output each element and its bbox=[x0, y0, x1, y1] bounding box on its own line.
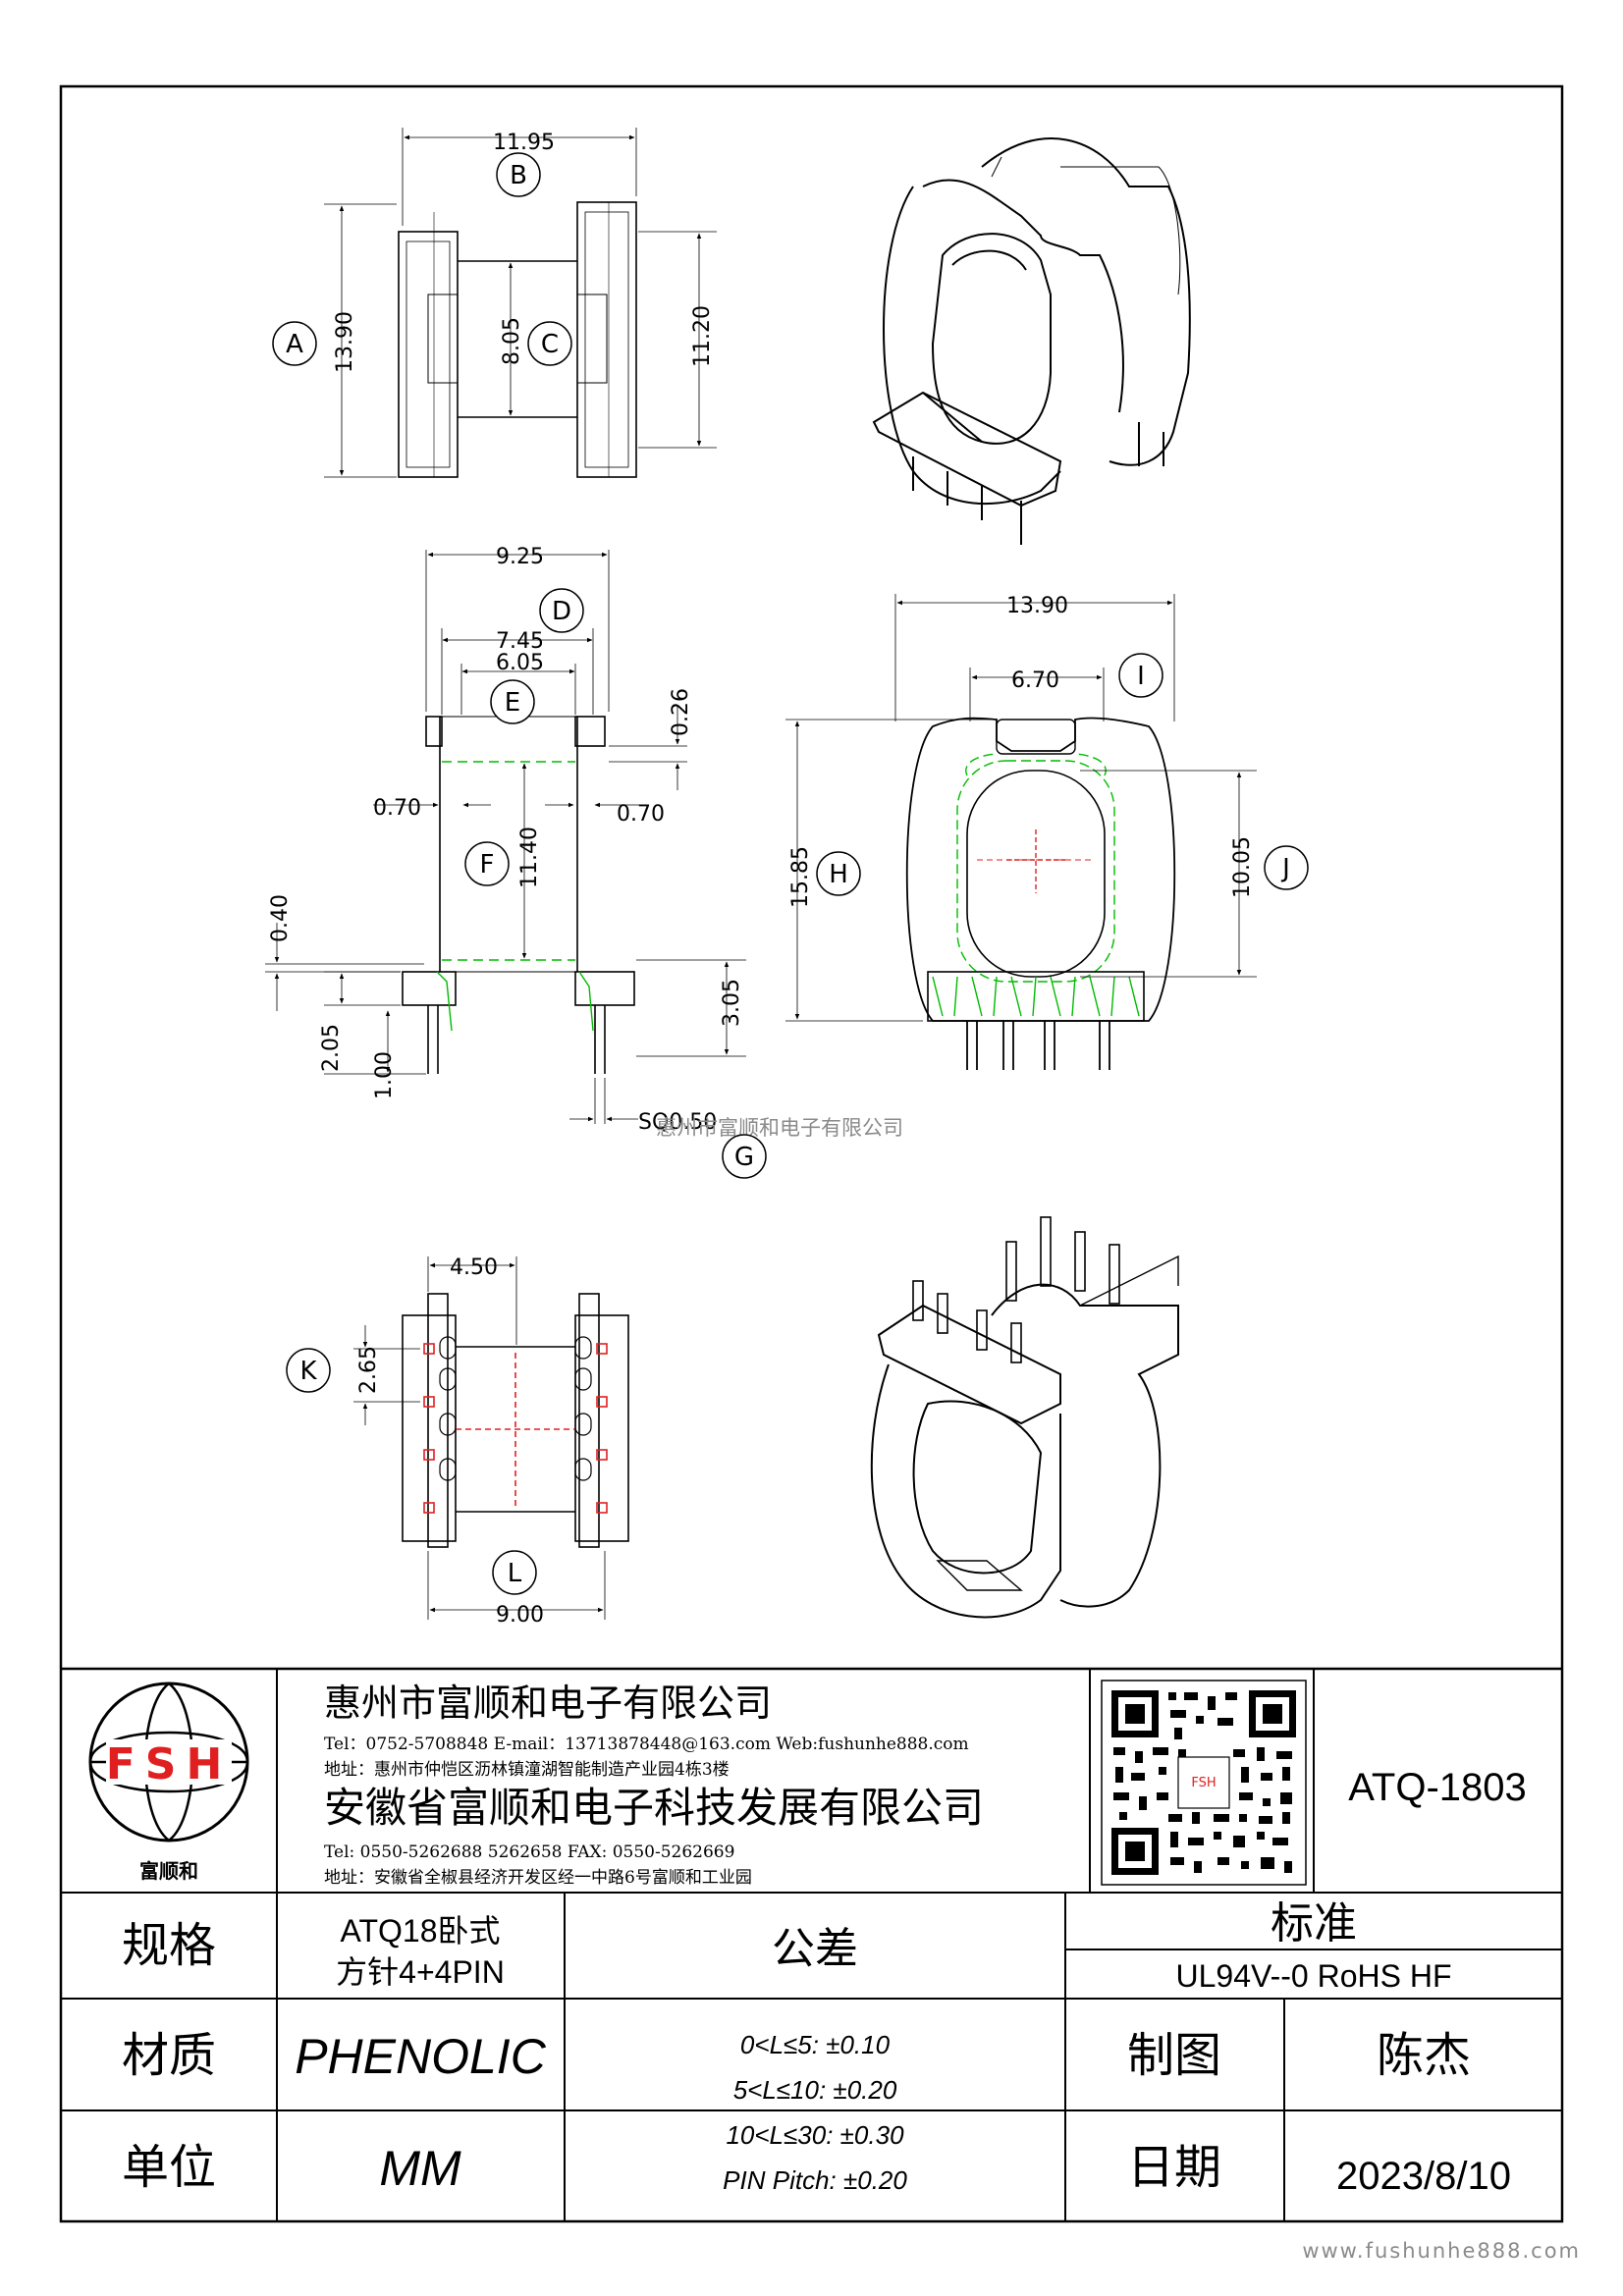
svg-text:C: C bbox=[541, 330, 559, 359]
svg-text:A: A bbox=[286, 330, 303, 359]
company-name-2: 安徽省富顺和电子科技发展有限公司 bbox=[324, 1784, 984, 1832]
dim-305-value: 3.05 bbox=[720, 979, 744, 1027]
footer-url: www.fushunhe888.com bbox=[1302, 2239, 1581, 2263]
dim-070b-value: 0.70 bbox=[617, 802, 665, 827]
view-side-middle bbox=[265, 550, 746, 1124]
dim-a-value: 13.90 bbox=[333, 311, 357, 373]
unit-label: 单位 bbox=[122, 2142, 216, 2194]
callout-e: E bbox=[490, 679, 535, 724]
dim-205-value: 2.05 bbox=[319, 1024, 344, 1072]
logo-caption: 富顺和 bbox=[139, 1859, 198, 1883]
view-bottom bbox=[353, 1256, 629, 1620]
dim-100-value: 1.00 bbox=[372, 1051, 397, 1099]
dim-l-value: 9.00 bbox=[496, 1603, 544, 1628]
callout-i: I bbox=[1118, 653, 1163, 698]
company-name-1: 惠州市富顺和电子有限公司 bbox=[324, 1682, 772, 1725]
svg-text:E: E bbox=[505, 688, 520, 718]
tolerance-row-4: PIN Pitch: ±0.20 bbox=[723, 2165, 907, 2195]
isometric-view-1 bbox=[872, 137, 1191, 545]
dim-f-value: 11.40 bbox=[517, 827, 542, 888]
svg-text:F: F bbox=[480, 850, 495, 880]
dim-h-value: 15.85 bbox=[788, 846, 813, 908]
view-side-top bbox=[324, 128, 717, 478]
dim-c2-value: 11.20 bbox=[690, 305, 715, 367]
svg-text:D: D bbox=[552, 597, 571, 626]
dim-d-value: 9.25 bbox=[496, 545, 544, 569]
callout-a: A bbox=[272, 321, 317, 366]
company-address-2: 地址：安徽省全椒县经济开发区经一中路6号富顺和工业园 bbox=[324, 1868, 752, 1888]
drafter-label: 制图 bbox=[1127, 2030, 1221, 2082]
standard-label: 标准 bbox=[1271, 1899, 1357, 1948]
part-number: ATQ-1803 bbox=[1348, 1766, 1527, 1809]
callout-g: G bbox=[722, 1134, 767, 1179]
dim-j-value: 10.05 bbox=[1230, 836, 1255, 898]
tolerance-row-1: 0<L≤5: ±0.10 bbox=[740, 2030, 891, 2059]
dim-b-value: 11.95 bbox=[493, 131, 555, 155]
standard-value: UL94V--0 RoHS HF bbox=[1176, 1958, 1452, 1994]
tolerance-row-2: 5<L≤10: ±0.20 bbox=[733, 2075, 897, 2105]
callout-j: J bbox=[1264, 845, 1309, 890]
dim-040-value: 0.40 bbox=[268, 894, 293, 942]
qr-logo-letters: FSH bbox=[1191, 1776, 1216, 1790]
dim-450-value: 4.50 bbox=[450, 1255, 498, 1280]
dim-e-value1: 7.45 bbox=[496, 629, 544, 654]
svg-text:G: G bbox=[734, 1143, 754, 1172]
dim-sq-value: SQ0.50 bbox=[638, 1110, 717, 1135]
date-value: 2023/8/10 bbox=[1336, 2155, 1511, 2198]
watermark-text: 惠州市富顺和电子有限公司 bbox=[656, 1116, 903, 1140]
title-block bbox=[61, 1668, 1562, 2221]
logo-letters: FSH bbox=[106, 1739, 233, 1789]
dim-k-value: 2.65 bbox=[356, 1346, 381, 1394]
spec-label: 规格 bbox=[122, 1920, 216, 1972]
material-label: 材质 bbox=[122, 2030, 216, 2082]
dim-e-value2: 6.05 bbox=[496, 651, 544, 675]
callout-c: C bbox=[527, 321, 572, 366]
svg-text:K: K bbox=[299, 1357, 317, 1386]
company-logo: FSH 富顺和 bbox=[88, 1682, 249, 1883]
callout-l: L bbox=[492, 1550, 537, 1595]
svg-text:I: I bbox=[1137, 662, 1145, 691]
callout-b: B bbox=[496, 152, 541, 197]
svg-text:L: L bbox=[508, 1559, 522, 1588]
material-value: PHENOLIC bbox=[295, 2029, 547, 2084]
callout-f: F bbox=[464, 841, 510, 886]
dim-070a-value: 0.70 bbox=[373, 796, 421, 821]
unit-value: MM bbox=[379, 2141, 461, 2196]
callout-k: K bbox=[286, 1348, 331, 1393]
tolerance-row-3: 10<L≤30: ±0.30 bbox=[726, 2120, 904, 2150]
dim-c-value: 8.05 bbox=[500, 317, 524, 365]
top-width-value: 13.90 bbox=[1006, 594, 1068, 618]
callout-h: H bbox=[816, 851, 861, 896]
qr-code: FSH bbox=[1101, 1680, 1307, 1886]
outer-frame bbox=[59, 84, 1564, 2223]
spec-value-2: 方针4+4PIN bbox=[336, 1954, 505, 1990]
company-address-1: 地址：惠州市仲恺区沥林镇潼湖智能制造产业园4栋3楼 bbox=[324, 1760, 730, 1780]
dim-026-value: 0.26 bbox=[669, 688, 693, 736]
view-front bbox=[785, 594, 1257, 1070]
svg-text:J: J bbox=[1280, 854, 1290, 883]
dim-i-value: 6.70 bbox=[1011, 668, 1059, 693]
date-label: 日期 bbox=[1127, 2142, 1221, 2194]
company-contact-2: Tel: 0550-5262688 5262658 FAX: 0550-5262… bbox=[324, 1842, 734, 1862]
isometric-view-2 bbox=[870, 1216, 1179, 1619]
spec-value-1: ATQ18卧式 bbox=[340, 1913, 500, 1949]
callout-d: D bbox=[539, 588, 584, 633]
tolerance-label: 公差 bbox=[772, 1925, 858, 1973]
company-contact-1: Tel：0752-5708848 E-mail：13713878448@163.… bbox=[324, 1735, 969, 1754]
svg-text:B: B bbox=[510, 161, 527, 190]
drafter-value: 陈杰 bbox=[1377, 2030, 1471, 2082]
svg-text:H: H bbox=[829, 860, 848, 889]
